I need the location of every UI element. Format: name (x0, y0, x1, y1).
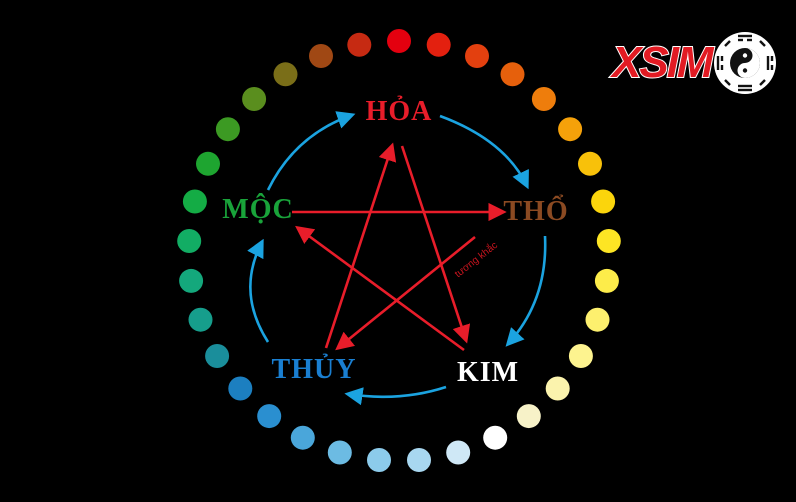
element-label-fire: HỎA (366, 96, 433, 127)
overcoming-cycle-arrows (292, 142, 507, 352)
generating-cycle-arrows (247, 111, 547, 406)
element-label-water: THỦY (272, 354, 357, 385)
arrow-water-to-fire (324, 142, 397, 349)
ring-dot (578, 151, 602, 176)
ring-dot (273, 62, 298, 87)
arrow-earth-to-metal (505, 235, 547, 347)
ring-dot (215, 117, 240, 142)
ring-dot (228, 376, 253, 401)
ring-dot (257, 404, 282, 429)
ring-dot (290, 425, 315, 450)
ring-dot (177, 229, 202, 253)
ring-dot (205, 344, 230, 368)
logo-wordmark: XSIM (611, 37, 715, 88)
element-label-earth: THỔ (503, 195, 568, 227)
ring-dot (516, 404, 541, 429)
ring-dot (500, 62, 525, 87)
ring-dot (531, 87, 556, 111)
ring-dot (367, 448, 391, 472)
ring-dot (309, 44, 333, 68)
ring-dot (596, 229, 621, 253)
ring-dot (426, 32, 451, 57)
ring-dot (585, 307, 610, 332)
ring-dot (182, 189, 207, 214)
arrow-fire-to-earth (439, 114, 529, 190)
ring-dot (327, 440, 352, 465)
ring-dot (347, 32, 372, 57)
element-label-wood: MỘC (222, 194, 293, 225)
xsim-logo: XSIM (611, 28, 776, 100)
ring-dot (465, 44, 489, 68)
logo-letter-x: X (611, 37, 642, 88)
ring-dot (446, 440, 471, 465)
element-label-metal: KIM (457, 357, 519, 388)
ring-dot (483, 425, 508, 450)
ring-dot (568, 344, 593, 368)
ring-dot (196, 151, 220, 176)
yin-yang-bagua-icon (714, 32, 776, 94)
ring-dot (591, 189, 616, 214)
overcoming-annotation: tương khắc (452, 238, 500, 280)
logo-letters-sim: SIM (638, 37, 714, 88)
arrow-metal-to-water (344, 385, 447, 406)
ring-dot (594, 268, 619, 293)
ring-dot (407, 448, 431, 472)
arrow-fire-to-metal (400, 145, 471, 344)
arrow-metal-to-wood (295, 225, 465, 352)
ring-dot (545, 376, 570, 401)
arrow-wood-to-fire (266, 111, 356, 191)
arrow-earth-to-water (335, 235, 476, 351)
ring-dot (387, 29, 411, 53)
ring-dot (242, 87, 267, 111)
ring-dot (188, 307, 213, 332)
ring-dot (179, 268, 204, 293)
color-dot-ring (177, 29, 621, 472)
arrow-water-to-wood (247, 238, 270, 343)
ring-dot (558, 117, 583, 142)
